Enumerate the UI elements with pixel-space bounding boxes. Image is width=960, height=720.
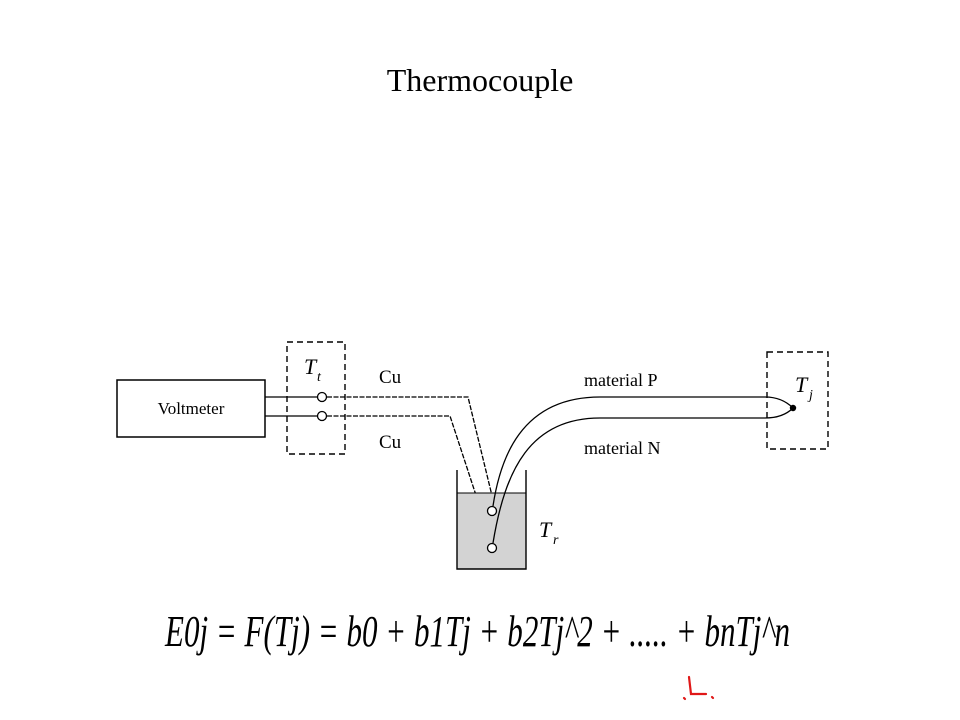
- reference-junction-top: [486, 505, 498, 517]
- terminal-bottom: [316, 410, 328, 422]
- voltmeter-label: Voltmeter: [158, 399, 225, 418]
- reference-temp-symbol: T: [539, 517, 553, 542]
- terminal-dashed-box: [286, 341, 346, 455]
- terminal-temp-subscript: t: [317, 370, 322, 385]
- terminal-temp-symbol: T: [304, 354, 318, 379]
- equation: E0j = F(Tj) = b0 + b1Tj + b2Tj^2 + .....…: [164, 607, 790, 656]
- junction-temp-symbol: T: [795, 372, 809, 397]
- junction-temp-subscript: j: [807, 388, 813, 403]
- material-p-label: material P: [584, 370, 657, 390]
- voltmeter-box: [116, 379, 266, 438]
- bath-liquid: [457, 493, 526, 569]
- bath-container: [456, 470, 527, 570]
- junction-dashed-box: [766, 351, 829, 450]
- slide-title: Thermocouple: [386, 62, 574, 98]
- cu-label-bottom: Cu: [379, 432, 402, 453]
- reference-temp-subscript: r: [553, 533, 559, 548]
- cu-label-top: Cu: [379, 367, 402, 388]
- red-annotation-mark: [682, 675, 715, 701]
- measuring-junction-dot: [789, 404, 797, 412]
- reference-junction-bottom: [486, 542, 498, 554]
- material-p-wire: [492, 396, 794, 507]
- terminal-top: [316, 391, 328, 403]
- cu-wire-top: [327, 396, 496, 509]
- material-n-label: material N: [584, 438, 660, 458]
- material-n-wire: [492, 407, 794, 544]
